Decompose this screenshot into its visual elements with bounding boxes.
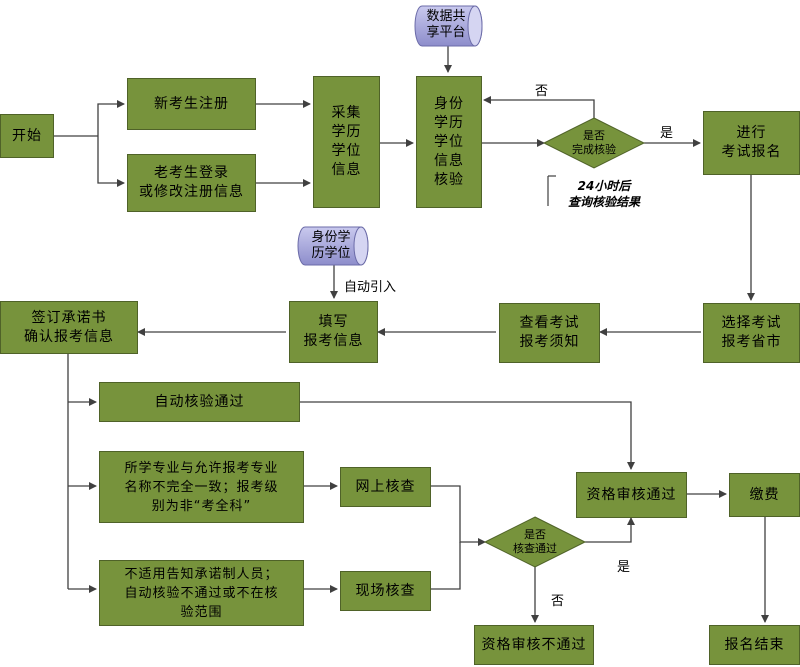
review-pass-node: 资格审核通过 <box>576 472 687 518</box>
choose-province-node: 选择考试 报考省市 <box>703 303 800 363</box>
review-fail-node: 资格审核不通过 <box>474 625 594 665</box>
database-data-platform-shape <box>414 5 483 47</box>
decision-check-done-label: 是否 完成核验 <box>572 129 616 156</box>
auto-pass-node: 自动核验通过 <box>99 382 300 422</box>
yes-label-top: 是 <box>660 126 674 141</box>
old-login-node: 老考生登录 或修改注册信息 <box>127 154 256 212</box>
database-degree-shape <box>297 226 369 266</box>
auto-import-label: 自动引入 <box>344 280 397 295</box>
database-degree-label: 身份学 历学位 <box>311 230 351 261</box>
verify-info-node: 身份 学历 学位 信息 核验 <box>416 76 482 208</box>
yes-label-bottom: 是 <box>617 560 631 575</box>
edge-auto-pass-review <box>300 401 635 470</box>
sign-commitment-node: 签订承诺书 确认报考信息 <box>0 301 138 354</box>
no-label-top: 否 <box>535 84 549 99</box>
collect-info-node: 采集 学历 学位 信息 <box>313 76 380 208</box>
apply-node: 进行 考试报名 <box>703 111 800 175</box>
onsite-check-node: 现场核查 <box>340 571 431 611</box>
note-24h-result: 24小时后 查询核验结果 <box>567 179 640 209</box>
edge-to-new-reg <box>97 100 125 136</box>
fill-info-node: 填写 报考信息 <box>289 301 378 363</box>
edge-onsite-diamond <box>431 542 461 590</box>
end-node: 报名结束 <box>709 625 800 665</box>
edge-online-diamond <box>431 485 486 546</box>
no-label-bottom: 否 <box>551 594 565 609</box>
edge-diamond2-yes <box>585 517 635 543</box>
pay-node: 缴费 <box>729 473 800 517</box>
decision-check-done-shape <box>542 117 646 169</box>
decision-review-shape <box>483 516 587 568</box>
read-notice-node: 查看考试 报考须知 <box>499 303 600 363</box>
online-check-node: 网上核查 <box>340 467 431 507</box>
start-node: 开始 <box>0 114 54 158</box>
new-register-node: 新考生注册 <box>127 78 256 130</box>
edge-to-old-login <box>97 136 125 187</box>
not-applicable-node: 不适用告知承诺制人员； 自动核验不通过或不在核 验范围 <box>99 560 304 626</box>
mismatch-node: 所学专业与允许报考专业 名称不完全一致；报考级 别为非“考全科” <box>99 451 304 523</box>
edge-diamond-no <box>483 96 595 118</box>
decision-review-label: 是否 核查通过 <box>513 528 557 555</box>
database-data-platform-label: 数据共 享平台 <box>426 9 466 40</box>
